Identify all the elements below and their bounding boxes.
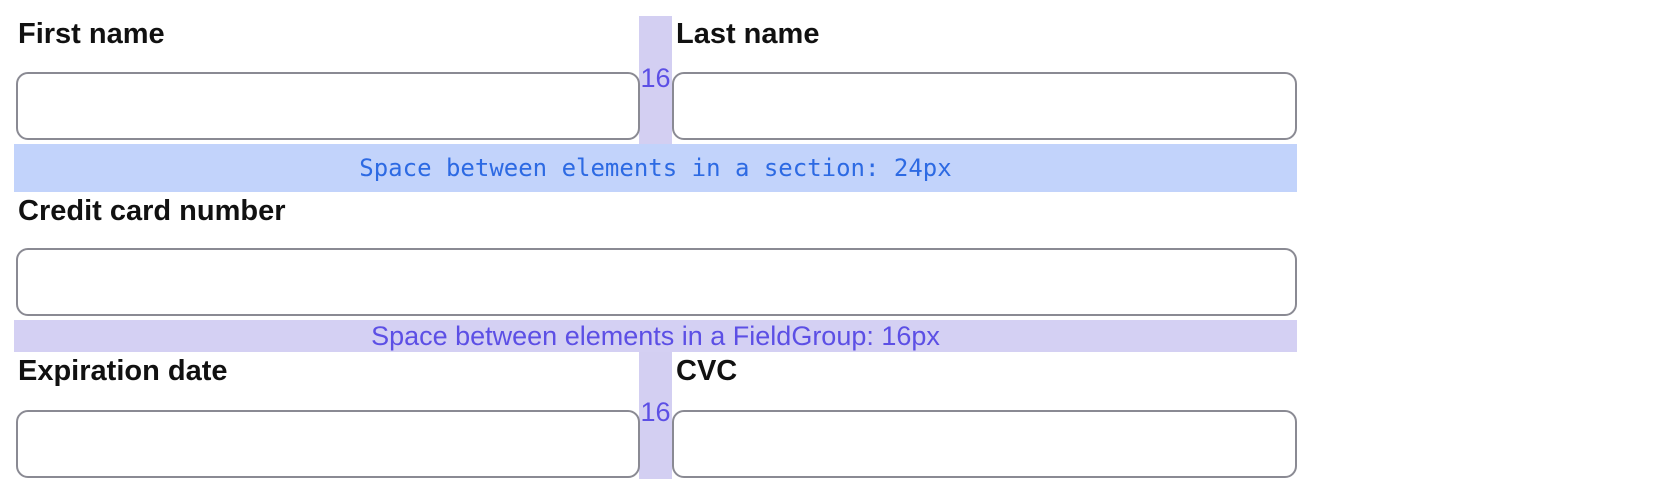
- credit-card-number-input[interactable]: [16, 248, 1297, 316]
- last-name-input[interactable]: [672, 72, 1297, 140]
- gap-size-label-top: 16: [640, 63, 671, 93]
- first-name-input[interactable]: [16, 72, 640, 140]
- section-spacing-band: Space between elements in a section: 24p…: [14, 144, 1297, 192]
- expiration-date-input[interactable]: [16, 410, 640, 478]
- horizontal-gap-highlight-bottom: 16: [639, 352, 672, 479]
- last-name-label: Last name: [676, 18, 820, 50]
- section-spacing-text: Space between elements in a section: 24p…: [359, 154, 952, 182]
- gap-size-label-bottom: 16: [640, 397, 671, 427]
- horizontal-gap-highlight-top: 16: [639, 16, 672, 144]
- expiration-date-label: Expiration date: [18, 355, 228, 387]
- first-name-label: First name: [18, 18, 165, 50]
- cvc-input[interactable]: [672, 410, 1297, 478]
- fieldgroup-spacing-text: Space between elements in a FieldGroup: …: [371, 320, 940, 351]
- fieldgroup-spacing-band: Space between elements in a FieldGroup: …: [14, 320, 1297, 352]
- credit-card-number-label: Credit card number: [18, 195, 286, 227]
- cvc-label: CVC: [676, 355, 738, 387]
